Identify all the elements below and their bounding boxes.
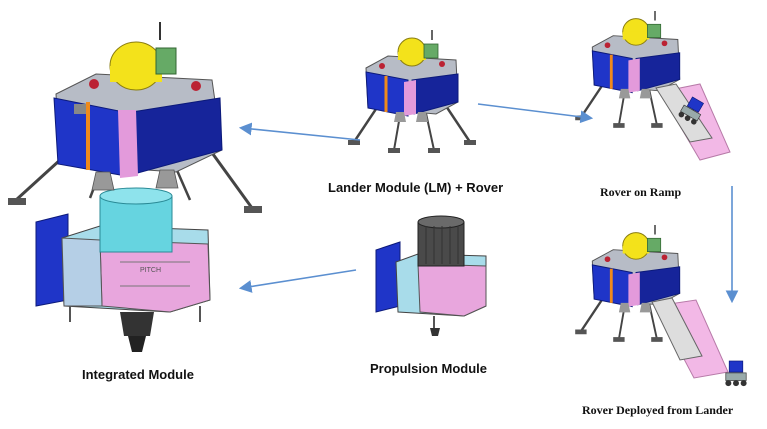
pitch-label: PITCH [140,267,161,274]
label-integrated-module: Integrated Module [82,367,194,382]
label-propulsion-module: Propulsion Module [370,361,487,376]
lander-module-illustration [346,28,478,155]
label-rover-on-ramp: Rover on Ramp [600,185,682,199]
rover-deployed-illustration [573,223,748,387]
arrow-lander-to-ramp [477,103,594,124]
arrow-propulsion-to-integrated [238,269,357,293]
propulsion-module-illustration [375,215,487,336]
rover-on-ramp-illustration [573,9,731,161]
integrated-module-illustration: PITCH [8,22,262,352]
label-lander-module-rover: Lander Module (LM) + Rover [328,180,504,195]
arrow-lander-to-integrated [238,122,361,141]
label-rover-deployed: Rover Deployed from Lander [582,403,734,417]
